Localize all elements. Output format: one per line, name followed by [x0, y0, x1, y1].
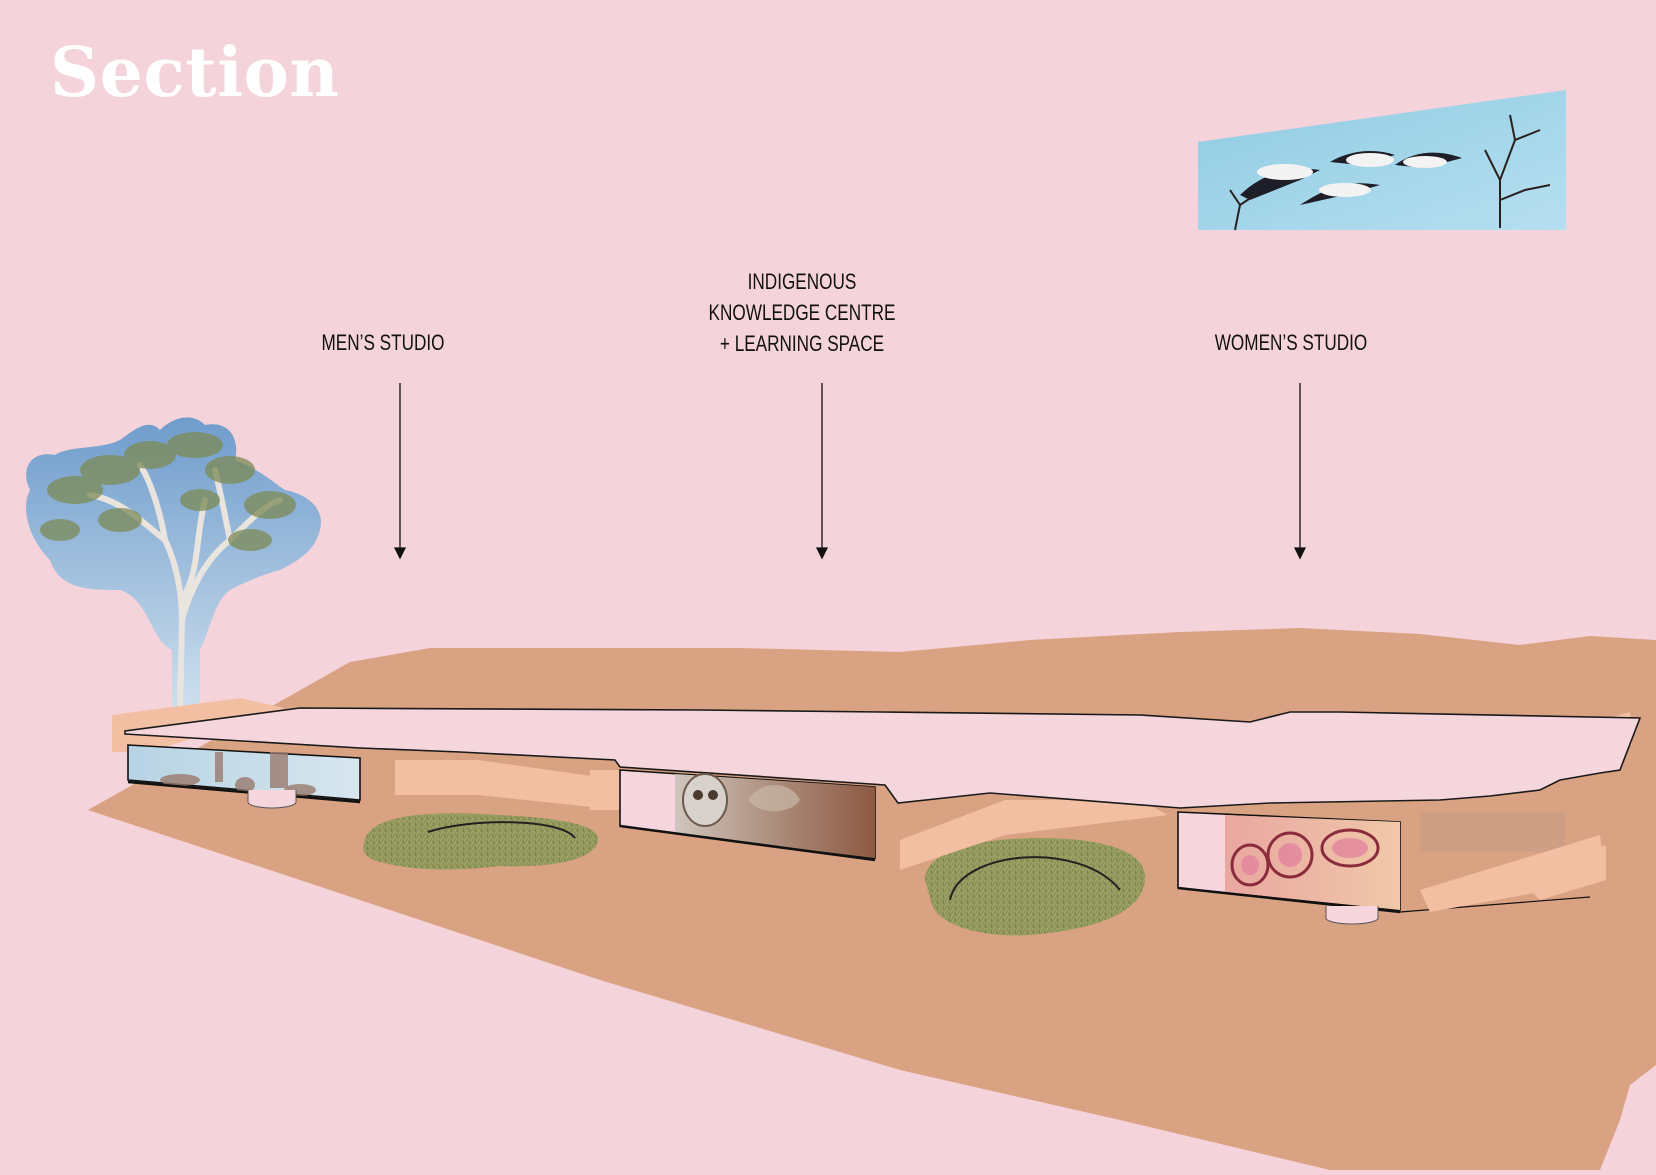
knowledge-centre-label-line-2: KNOWLEDGE CENTRE — [708, 300, 896, 325]
grass-mound-left — [363, 813, 599, 870]
womens-studio-label-text: WOMEN’S STUDIO — [1214, 330, 1368, 355]
knowledge-centre-label: INDIGENOUS KNOWLEDGE CENTRE + LEARNING S… — [683, 266, 920, 359]
roof-plane — [124, 707, 1642, 809]
mens-studio-label: MEN’S STUDIO — [305, 327, 461, 358]
mens-studio-volume — [127, 744, 361, 809]
page-title: Section — [50, 33, 340, 113]
womens-studio-label: WOMEN’S STUDIO — [1213, 327, 1369, 358]
mens-studio-label-text: MEN’S STUDIO — [321, 330, 445, 355]
womens-studio-volume — [1177, 811, 1591, 925]
knowledge-centre-label-line-3: + LEARNING SPACE — [719, 331, 885, 356]
arrow-down-icon — [1293, 383, 1307, 560]
knowledge-centre-label-line-1: INDIGENOUS — [747, 269, 857, 294]
pelican-painting-image — [1198, 90, 1566, 231]
eucalyptus-tree-image — [26, 417, 321, 715]
ikc-volume — [619, 769, 876, 862]
grass-mound-right — [925, 838, 1146, 936]
arrow-down-icon — [815, 383, 829, 560]
arrow-down-icon — [393, 383, 407, 560]
